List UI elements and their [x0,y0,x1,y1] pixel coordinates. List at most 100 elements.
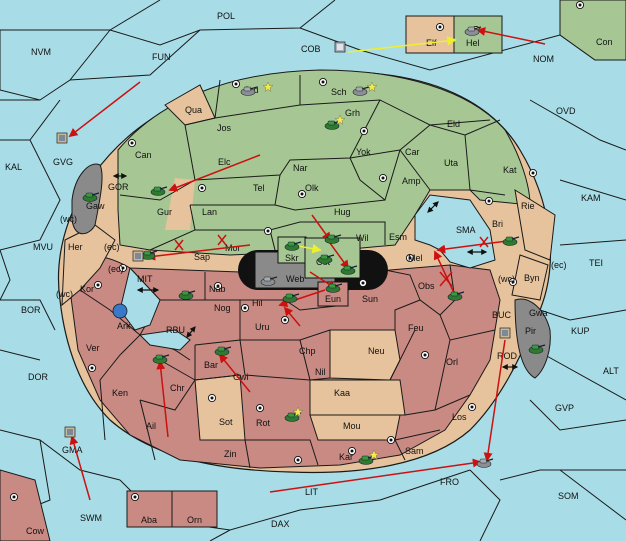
svg-text:Ver: Ver [86,343,100,353]
svg-text:Skr: Skr [285,253,299,263]
units[interactable] [56,26,546,469]
svg-text:Aba: Aba [141,515,157,525]
move-orders [68,27,546,501]
region-elf[interactable] [405,15,455,54]
svg-text:FRO: FRO [440,477,459,487]
svg-text:Pir: Pir [525,326,536,336]
svg-text:DAX: DAX [271,519,290,529]
svg-text:Orl: Orl [446,357,458,367]
svg-text:Orn: Orn [187,515,202,525]
svg-text:Los: Los [452,412,467,422]
svg-text:Mor: Mor [225,243,241,253]
svg-text:Kaa: Kaa [334,388,350,398]
svg-text:Sch: Sch [331,87,347,97]
svg-text:KAM: KAM [581,193,601,203]
sea-mit[interactable] [119,266,161,331]
svg-text:Grh: Grh [345,108,360,118]
svg-text:GOR: GOR [108,182,129,192]
svg-text:Car: Car [405,147,420,157]
svg-text:ROD: ROD [497,351,518,361]
svg-text:SOM: SOM [558,491,579,501]
svg-text:Rie: Rie [521,201,535,211]
svg-text:(ec): (ec) [104,242,120,252]
svg-text:(wc): (wc) [56,289,73,299]
region-pir[interactable] [514,298,551,379]
svg-text:Feu: Feu [408,323,424,333]
svg-text:(wc): (wc) [60,214,77,224]
svg-text:Jos: Jos [217,123,232,133]
svg-text:Uta: Uta [444,158,458,168]
svg-text:Amp: Amp [402,176,421,186]
connections [112,173,519,370]
svg-text:Neu: Neu [368,346,385,356]
svg-text:Cow: Cow [26,526,45,536]
region-kaa[interactable] [309,379,406,416]
unit-gvg [56,132,68,144]
region-orn[interactable] [171,490,218,528]
svg-text:Wil: Wil [356,233,369,243]
svg-text:BOR: BOR [21,305,41,315]
svg-text:GVP: GVP [555,403,574,413]
svg-text:MIT: MIT [137,274,153,284]
svg-text:Kat: Kat [503,165,517,175]
svg-text:Nog: Nog [214,303,231,313]
svg-text:SWM: SWM [80,513,102,523]
svg-text:NVM: NVM [31,47,51,57]
unit-rod [499,327,511,339]
svg-text:Gaw: Gaw [86,201,105,211]
svg-text:Sun: Sun [362,294,378,304]
svg-text:Nil: Nil [315,367,326,377]
svg-text:Gur: Gur [157,207,172,217]
svg-text:Nab: Nab [209,284,226,294]
region-neu[interactable] [329,329,401,381]
region-skr[interactable] [277,236,307,264]
svg-text:Hel: Hel [466,38,480,48]
svg-text:(ec): (ec) [108,264,124,274]
region-rie[interactable] [514,188,556,261]
svg-text:GVG: GVG [53,157,73,167]
svg-text:Elc: Elc [218,157,231,167]
svg-text:Ark: Ark [117,321,131,331]
region-labels: POL NVM FUN COB NOM Con Elf Hel OVD KAL … [5,11,619,536]
region-cow[interactable] [0,469,51,541]
svg-text:Mel: Mel [408,253,423,263]
svg-text:Hil: Hil [252,298,263,308]
sea-rbu[interactable] [138,329,191,351]
svg-text:KAL: KAL [5,162,22,172]
svg-text:DOR: DOR [28,372,49,382]
svg-text:Zin: Zin [224,449,237,459]
svg-text:Uru: Uru [255,322,270,332]
svg-text:Mou: Mou [343,421,361,431]
svg-text:Rot: Rot [256,418,271,428]
svg-text:Kor: Kor [80,284,94,294]
svg-text:Eld: Eld [447,119,460,129]
svg-text:Qua: Qua [185,105,202,115]
svg-text:Ail: Ail [146,421,156,431]
svg-text:MVU: MVU [33,242,53,252]
svg-text:Olk: Olk [305,183,319,193]
svg-text:Ken: Ken [112,388,128,398]
svg-text:Web: Web [286,274,304,284]
svg-text:LIT: LIT [305,487,319,497]
fleet-ark [112,303,128,319]
unit-mit-flag [132,250,144,262]
svg-text:OVD: OVD [556,106,576,116]
svg-text:Sap: Sap [194,252,210,262]
svg-text:Bri: Bri [492,219,503,229]
svg-text:KUP: KUP [571,326,590,336]
region-con[interactable] [559,0,626,61]
svg-text:Kar: Kar [339,452,353,462]
svg-text:GMA: GMA [62,445,83,455]
svg-text:(ec): (ec) [551,260,567,270]
green-nation [117,69,531,256]
svg-text:Nar: Nar [293,163,308,173]
svg-text:Chr: Chr [170,383,185,393]
svg-text:Eun: Eun [325,294,341,304]
unit-cob [334,41,346,53]
region-sot[interactable] [194,374,246,441]
svg-text:Byn: Byn [524,273,540,283]
svg-text:SMA: SMA [456,225,476,235]
svg-text:Obs: Obs [418,281,435,291]
